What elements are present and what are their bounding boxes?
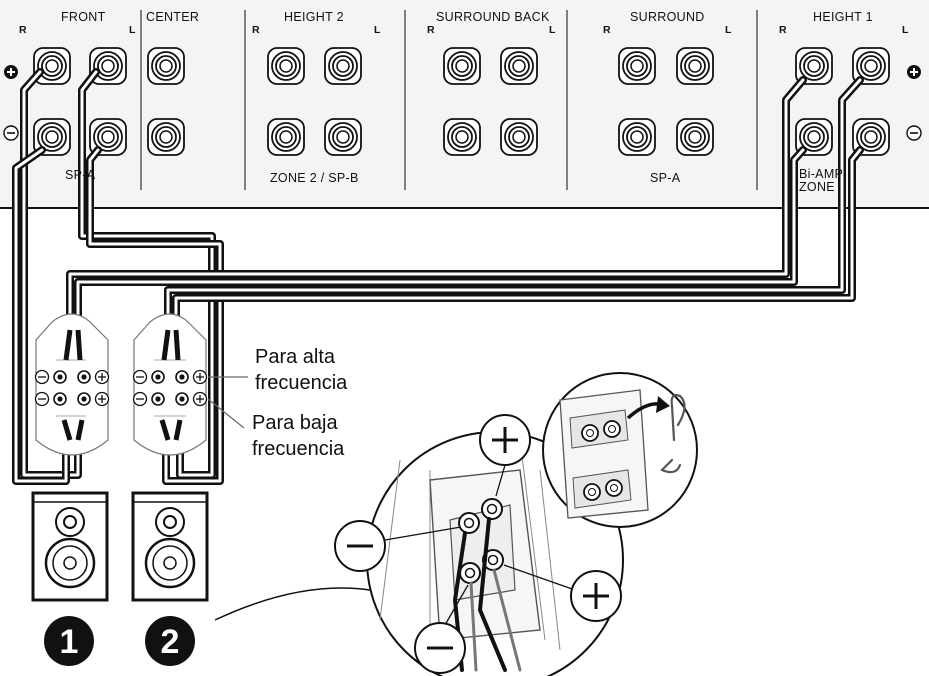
callout-high-frequency-line2: frecuencia (255, 372, 348, 394)
section-label-height1: HEIGHT 1 (813, 10, 873, 24)
callout-high-frequency-line1: Para alta (255, 346, 336, 368)
channel-r-front: R (19, 24, 27, 36)
panel-plus-icon-right (907, 65, 921, 79)
channel-r-surround: R (603, 24, 611, 36)
section-label-surround: SURROUND (630, 10, 705, 24)
sub-label-biamp: Bi-AMP (799, 167, 844, 181)
section-label-front: FRONT (61, 10, 106, 24)
speaker-1-number: 1 (60, 623, 79, 661)
channel-l-height2: L (374, 24, 381, 36)
section-dividers (140, 10, 758, 190)
speaker-2 (131, 491, 209, 602)
speaker-2-number: 2 (161, 623, 180, 661)
panel-minus-icon-left (3, 125, 19, 141)
section-label-surround-back: SURROUND BACK (436, 10, 550, 24)
jumper-removal-detail (542, 372, 698, 528)
speaker2-terminal-plate (133, 313, 207, 456)
sub-label-zone2-spb: ZONE 2 / SP-B (270, 171, 359, 185)
sub-label-zone: ZONE (799, 180, 835, 194)
channel-r-height1: R (779, 24, 787, 36)
channel-l-front: L (129, 24, 136, 36)
receiver-panel (0, 0, 929, 208)
channel-r-height2: R (252, 24, 260, 36)
sub-label-sp-a-front: SP-A (65, 168, 96, 182)
panel-plus-icon-left (4, 65, 18, 79)
speaker1-terminal-plate (35, 313, 109, 456)
section-label-center: CENTER (146, 10, 200, 24)
channel-r-surround-back: R (427, 24, 435, 36)
speaker-cables (12, 68, 864, 485)
panel-minus-icon-right (906, 125, 922, 141)
speaker-1 (31, 491, 109, 602)
channel-l-surround: L (725, 24, 732, 36)
callout-lines (207, 376, 248, 429)
speaker-polarity-icons (34, 369, 208, 407)
section-label-height2: HEIGHT 2 (284, 10, 344, 24)
callout-low-frequency-line1: Para baja (252, 412, 338, 434)
sub-label-sp-a-surround: SP-A (650, 171, 681, 185)
channel-l-height1: L (902, 24, 909, 36)
channel-l-surround-back: L (549, 24, 556, 36)
speaker-number-badges (44, 616, 195, 666)
callout-low-frequency-line2: frecuencia (252, 438, 345, 460)
